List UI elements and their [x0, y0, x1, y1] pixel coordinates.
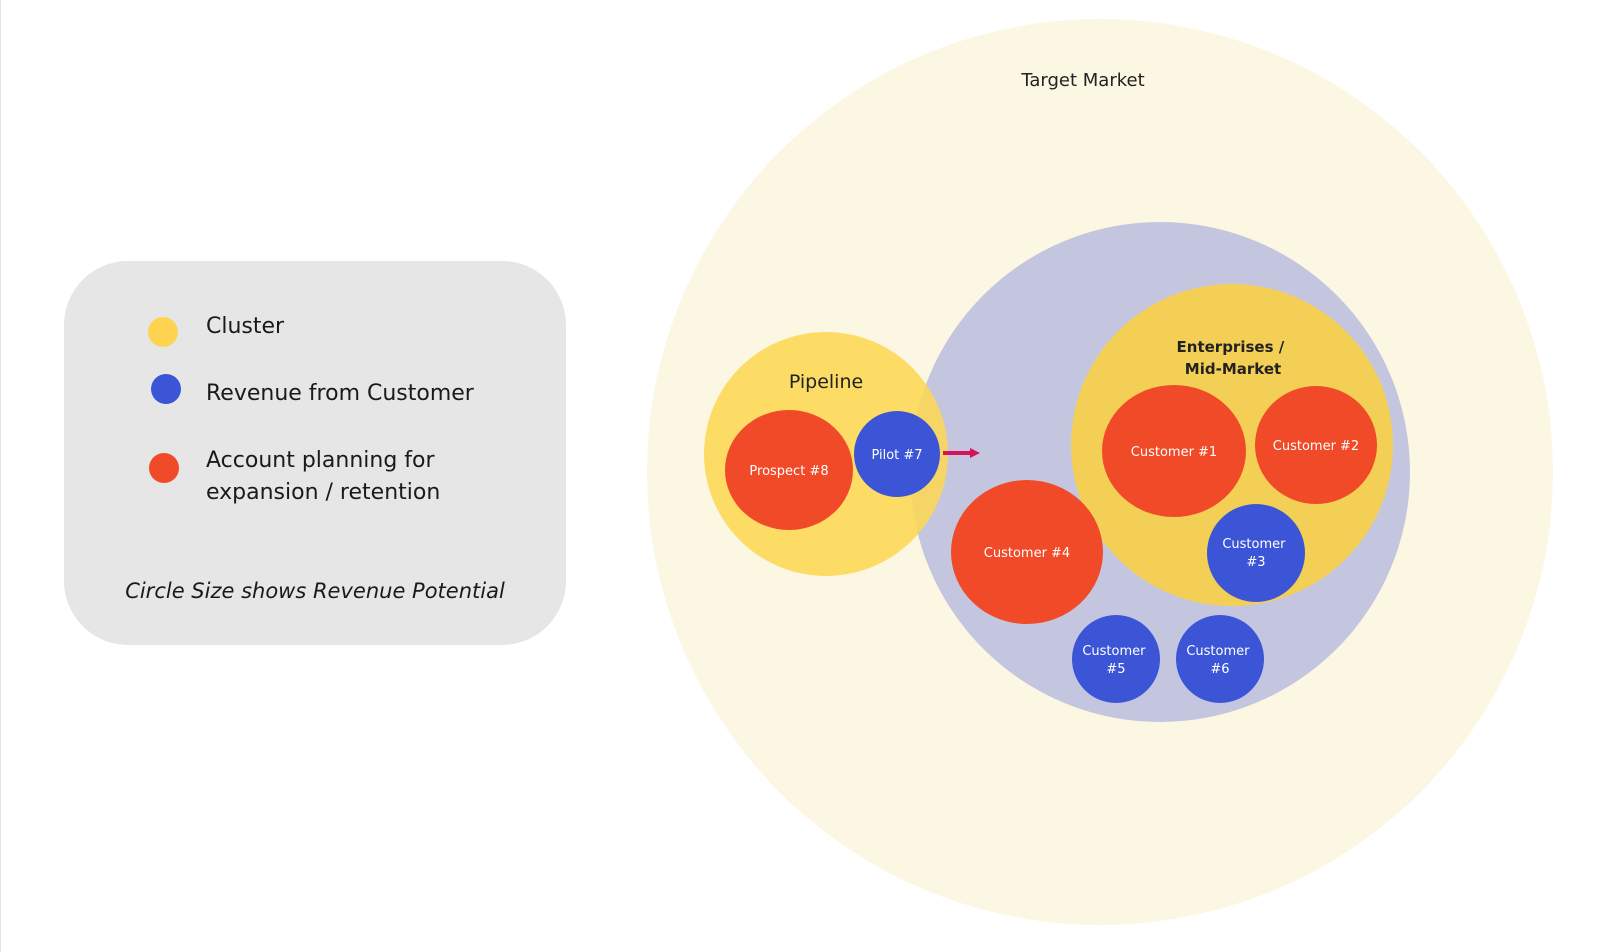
customer-6-label: Customer #6 [1186, 644, 1253, 677]
legend-note: Circle Size shows Revenue Potential [125, 579, 505, 603]
customer-1-circle [1102, 385, 1246, 517]
customer-6-circle [1176, 615, 1264, 703]
pilot-7-circle [854, 411, 940, 497]
customer-6-label-line2: #6 [1210, 662, 1229, 677]
pilot-7-label: Pilot #7 [871, 448, 922, 463]
customer-1-label: Customer #1 [1131, 445, 1217, 460]
customer-5-node: Customer #5 [1072, 615, 1160, 703]
legend-label-account-planning-line1: Account planning for [206, 448, 435, 473]
canvas-edge [0, 0, 1, 952]
legend-label-account-planning-line2: expansion / retention [206, 480, 441, 505]
customer-5-circle [1072, 615, 1160, 703]
customer-4-node: Customer #4 [951, 480, 1103, 624]
pipeline-label: Pipeline [789, 371, 863, 393]
enterprises-label-line2: Mid-Market [1185, 360, 1281, 378]
customer-2-node: Customer #2 [1255, 386, 1377, 504]
customer-4-label: Customer #4 [984, 546, 1070, 561]
enterprises-label: Enterprises / Mid-Market [1177, 338, 1290, 378]
legend-label-revenue: Revenue from Customer [206, 381, 474, 406]
prospect-8-circle [725, 410, 853, 530]
customer-3-node: Customer #3 [1207, 504, 1305, 602]
prospect-8-label: Prospect #8 [749, 464, 828, 479]
pilot-7-node: Pilot #7 [854, 411, 940, 497]
revenue-legend-dot [151, 374, 181, 404]
account-planning-legend-dot [149, 453, 179, 483]
cluster-legend-dot [148, 317, 178, 347]
target-market-label: Target Market [1020, 70, 1144, 91]
customer-5-label-line2: #5 [1106, 662, 1125, 677]
customer-1-node: Customer #1 [1102, 385, 1246, 517]
customer-2-circle [1255, 386, 1377, 504]
customer-6-node: Customer #6 [1176, 615, 1264, 703]
customer-3-label: Customer #3 [1222, 537, 1289, 570]
legend-panel: Cluster Revenue from Customer Account pl… [64, 261, 566, 645]
customer-3-label-line2: #3 [1246, 555, 1265, 570]
customer-3-circle [1207, 504, 1305, 602]
legend-label-account-planning: Account planning for expansion / retenti… [206, 445, 440, 509]
customer-2-label: Customer #2 [1273, 439, 1359, 454]
customer-4-circle [951, 480, 1103, 624]
prospect-8-node: Prospect #8 [725, 410, 853, 530]
legend-label-cluster: Cluster [206, 314, 285, 339]
customer-6-label-line1: Customer [1186, 644, 1250, 659]
customer-3-label-line1: Customer [1222, 537, 1286, 552]
customer-5-label: Customer #5 [1082, 644, 1149, 677]
enterprises-label-line1: Enterprises / [1177, 338, 1285, 356]
customer-5-label-line1: Customer [1082, 644, 1146, 659]
